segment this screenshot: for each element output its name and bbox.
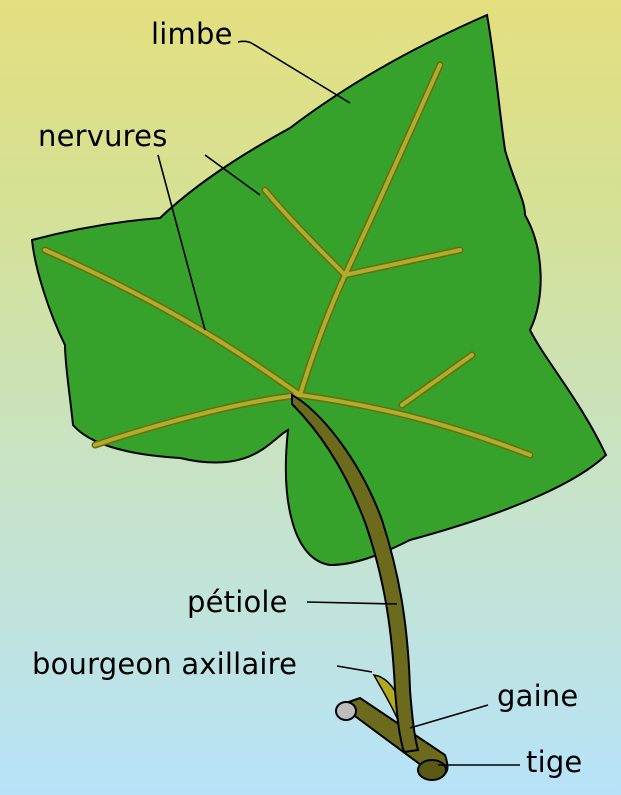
label-bourgeon-axillaire: bourgeon axillaire [32,650,297,679]
label-petiole: pétiole [187,588,288,617]
leader-petiole [307,602,397,604]
stem-cut-end [336,702,356,720]
leader-bourgeon [337,666,372,672]
stem [336,698,448,780]
leaf-blade [32,15,606,565]
label-limbe: limbe [151,20,233,49]
label-tige: tige [526,748,582,777]
label-nervures: nervures [38,122,168,151]
leader-limbe [238,41,350,103]
label-gaine: gaine [497,682,578,711]
leader-gaine [410,705,488,728]
